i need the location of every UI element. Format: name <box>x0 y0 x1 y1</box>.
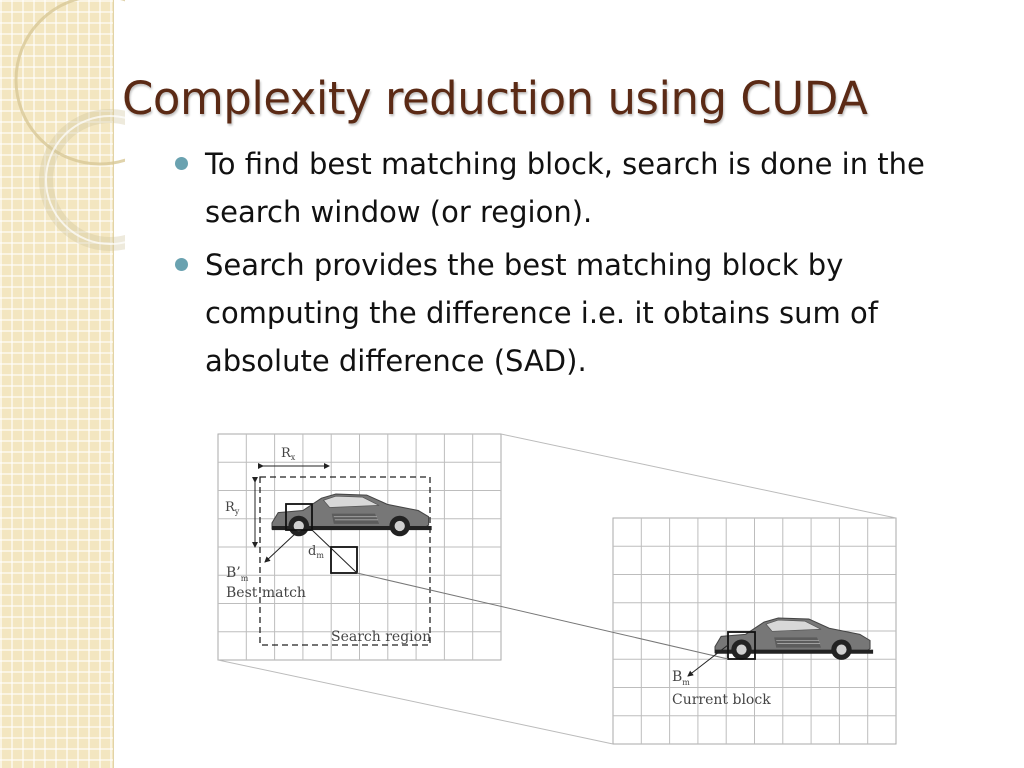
current-block-symbol: Bm <box>672 669 690 687</box>
bullet-item: To find best matching block, search is d… <box>175 140 965 236</box>
bullet-text: To find best matching block, search is d… <box>205 147 925 229</box>
ry-label: Ry <box>225 500 240 516</box>
bullet-item: Search provides the best matching block … <box>175 241 965 385</box>
projection-line <box>500 433 897 519</box>
correspondence-line <box>356 572 729 660</box>
displaced-block <box>330 546 358 574</box>
projection-line <box>217 659 614 745</box>
bullet-list: To find best matching block, search is d… <box>175 140 965 390</box>
best-match-pointer <box>264 531 298 563</box>
search-region-box <box>259 476 431 646</box>
best-match-block <box>285 503 313 531</box>
search-region-label: Search region <box>331 629 431 645</box>
bullet-icon <box>175 258 188 271</box>
current-block-label: Current block <box>672 692 771 708</box>
displacement-line <box>311 529 358 574</box>
current-car <box>714 617 874 661</box>
slide-title: Complexity reduction using CUDA <box>122 72 868 125</box>
rx-label: Rx <box>281 446 296 462</box>
current-block-pointer <box>687 644 729 677</box>
dm-label: dm <box>308 544 324 560</box>
bullet-text: Search provides the best matching block … <box>205 248 878 378</box>
decorative-sidebar <box>0 0 114 768</box>
best-match-label: Best match <box>226 585 306 601</box>
decorative-rings <box>14 0 125 251</box>
motion-estimation-diagram: Rx Ry dm B’m Best match Search region Bm… <box>217 433 897 745</box>
best-match-symbol: B’m <box>226 565 249 583</box>
bullet-icon <box>175 157 188 170</box>
reference-frame-grid <box>217 433 502 661</box>
